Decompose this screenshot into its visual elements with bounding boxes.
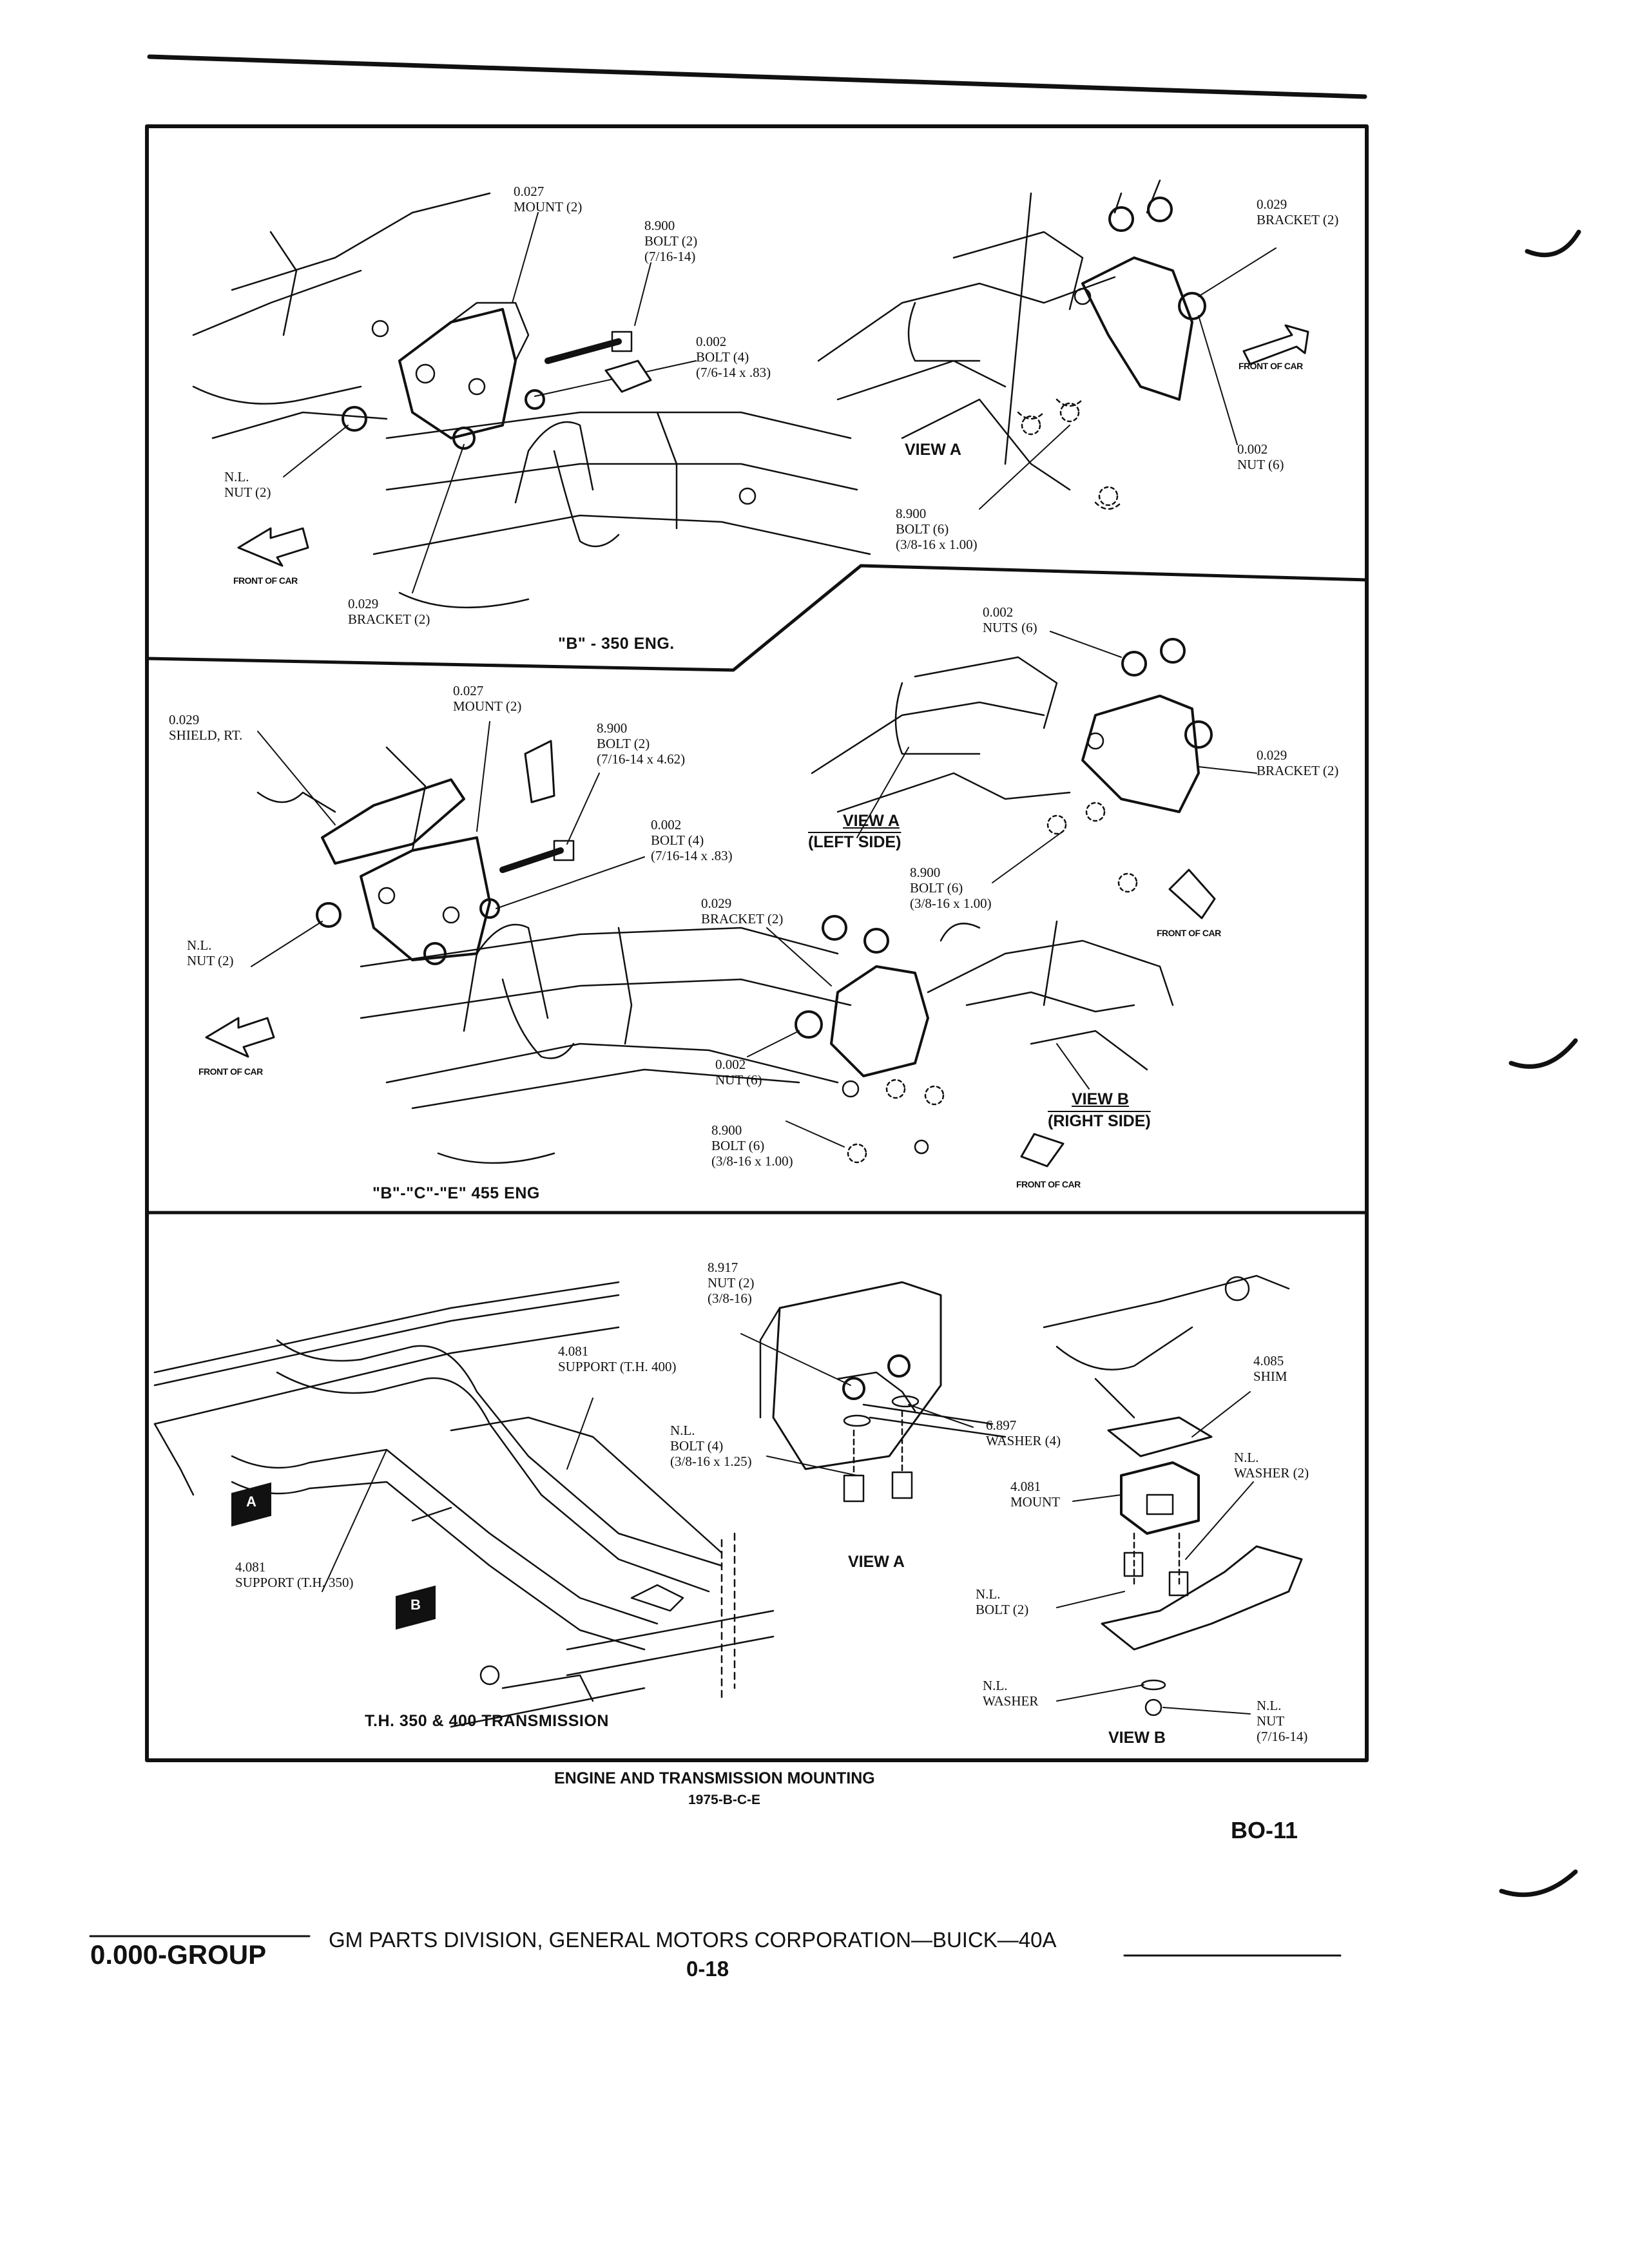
view-b-trans-drawing — [1043, 1274, 1303, 1716]
view-arrow-a-2 — [524, 740, 555, 803]
label-nut-455-mid: 0.002 NUT (6) — [715, 1057, 762, 1088]
view-a-455-drawing — [811, 638, 1213, 893]
label-front-455-left: FRONT OF CAR — [198, 1066, 263, 1077]
view-marker-a — [231, 1482, 271, 1527]
label-bolt-b-350: 0.002 BOLT (4) (7/6-14 x .83) — [696, 334, 771, 380]
top-rule — [147, 54, 1367, 99]
transmission-support-drawing — [153, 1281, 775, 1728]
caption-title: ENGINE AND TRANSMISSION MOUNTING — [554, 1769, 875, 1787]
footer-division: GM PARTS DIVISION, GENERAL MOTORS CORPOR… — [329, 1928, 1057, 1952]
label-front-455-right-top: FRONT OF CAR — [1157, 928, 1221, 938]
label-left-side: (LEFT SIDE) — [808, 833, 901, 851]
label-washer-trans-a: 6.897 WASHER (4) — [986, 1418, 1061, 1448]
label-bracket-350-right: 0.029 BRACKET (2) — [1257, 197, 1339, 227]
front-arrow-2c — [1020, 1133, 1065, 1168]
label-nut-trans-b: N.L. NUT (7/16-14) — [1257, 1698, 1308, 1744]
label-mount-455: 0.027 MOUNT (2) — [453, 683, 522, 714]
label-view-a-350: VIEW A — [905, 441, 961, 459]
label-washer-trans-b: N.L. WASHER — [983, 1678, 1039, 1709]
view-a-trans-drawing — [759, 1281, 1007, 1503]
front-arrow-2a — [205, 1017, 275, 1058]
label-nuts-455: 0.002 NUTS (6) — [983, 604, 1037, 635]
label-bolt-a-455: 8.900 BOLT (2) (7/16-14 x 4.62) — [597, 720, 686, 767]
label-support-350: 4.081 SUPPORT (T.H. 350) — [235, 1559, 354, 1590]
label-mount-350: 0.027 MOUNT (2) — [514, 184, 583, 215]
view-b-455-drawing — [795, 915, 1174, 1164]
label-view-b-trans: VIEW B — [1108, 1729, 1166, 1747]
caption-subtitle: 1975-B-C-E — [688, 1792, 761, 1807]
view-marker-b-letter: B — [410, 1597, 421, 1613]
label-shield-455: 0.029 SHIELD, RT. — [169, 712, 243, 743]
divider-1 — [145, 564, 1369, 672]
label-bracket-350-left: 0.029 BRACKET (2) — [348, 596, 430, 627]
edge-mark-3 — [1499, 1869, 1578, 1898]
label-view-a-455: VIEW A — [843, 812, 900, 830]
label-bracket-455-top: 0.029 BRACKET (2) — [1257, 747, 1339, 778]
label-bracket-455-mid: 0.029 BRACKET (2) — [701, 896, 784, 927]
label-right-side: (RIGHT SIDE) — [1048, 1112, 1151, 1130]
label-bolt-350-right: 8.900 BOLT (6) (3/8-16 x 1.00) — [896, 506, 978, 552]
view-marker-a-letter: A — [246, 1494, 256, 1510]
label-bolt-a-350: 8.900 BOLT (2) (7/16-14) — [644, 218, 698, 264]
label-nut-trans-a: 8.917 NUT (2) (3/8-16) — [708, 1260, 755, 1306]
label-mount-trans: 4.081 MOUNT — [1010, 1479, 1060, 1510]
page-ref: BO-11 — [1231, 1817, 1298, 1843]
view-marker-b — [396, 1585, 436, 1630]
title-transmission: T.H. 350 & 400 TRANSMISSION — [365, 1712, 609, 1730]
label-view-b-455: VIEW B — [1072, 1090, 1129, 1108]
title-b-350-engine: "B" - 350 ENG. — [558, 635, 675, 653]
label-nut-350-right: 0.002 NUT (6) — [1237, 441, 1284, 472]
label-view-a-trans: VIEW A — [848, 1553, 905, 1571]
label-bolt-455-top: 8.900 BOLT (6) (3/8-16 x 1.00) — [910, 865, 992, 911]
view-arrow-a-1 — [604, 360, 652, 393]
label-nut-455: N.L. NUT (2) — [187, 937, 234, 968]
engine-mount-455-drawing — [256, 746, 852, 1164]
diagram-frame — [145, 124, 1369, 1762]
label-front-455-right-bottom: FRONT OF CAR — [1016, 1179, 1081, 1189]
front-arrow-1a — [237, 527, 309, 567]
edge-mark-1 — [1525, 229, 1581, 258]
label-washer-trans-nl: N.L. WASHER (2) — [1234, 1450, 1309, 1481]
label-shim: 4.085 SHIM — [1253, 1353, 1287, 1384]
label-bolt-trans-b: N.L. BOLT (2) — [976, 1586, 1029, 1617]
label-support-400: 4.081 SUPPORT (T.H. 400) — [558, 1343, 677, 1374]
label-front-350-left: FRONT OF CAR — [233, 575, 298, 586]
footer-page-number: 0-18 — [686, 1957, 729, 1981]
label-bolt-455-bottom: 8.900 BOLT (6) (3/8-16 x 1.00) — [711, 1122, 793, 1169]
footer-group: 0.000-GROUP — [90, 1939, 267, 1970]
title-455-engine: "B"-"C"-"E" 455 ENG — [372, 1184, 540, 1202]
front-arrow-2b — [1168, 869, 1216, 919]
label-bolt-b-455: 0.002 BOLT (4) (7/16-14 x .83) — [651, 817, 733, 863]
leaders-section2 — [251, 631, 1257, 1148]
front-arrow-1b — [1242, 324, 1309, 365]
leaders-section3 — [322, 1333, 1254, 1715]
view-a-350-drawing — [817, 179, 1206, 510]
engine-mount-350-drawing — [192, 192, 871, 609]
leaders-section1 — [283, 212, 1277, 593]
label-nut-350: N.L. NUT (2) — [224, 469, 271, 500]
label-bolt-trans-a: N.L. BOLT (4) (3/8-16 x 1.25) — [670, 1423, 752, 1469]
edge-mark-2 — [1509, 1038, 1578, 1069]
label-front-350-right: FRONT OF CAR — [1239, 361, 1303, 371]
